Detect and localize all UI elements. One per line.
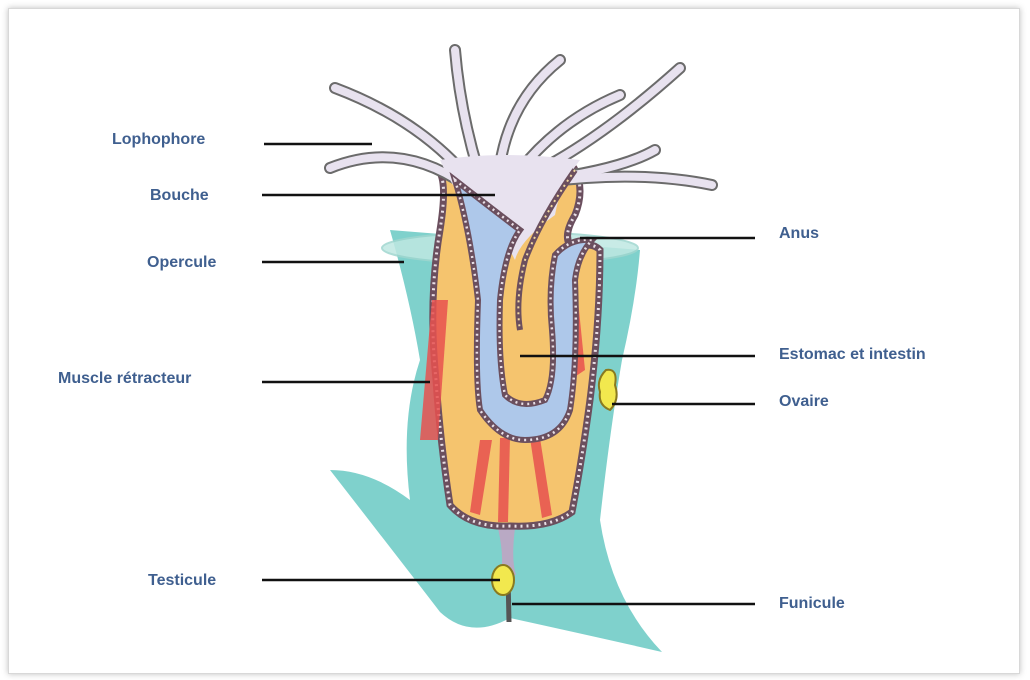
label-funicule: Funicule: [779, 595, 845, 613]
label-muscle-retracteur: Muscle rétracteur: [58, 370, 191, 388]
label-bouche: Bouche: [150, 187, 209, 205]
label-testicule: Testicule: [148, 572, 216, 590]
label-anus: Anus: [779, 225, 819, 243]
label-ovaire: Ovaire: [779, 393, 829, 411]
label-estomac-intestin: Estomac et intestin: [779, 346, 926, 364]
label-lophophore: Lophophore: [112, 131, 205, 149]
label-opercule: Opercule: [147, 254, 216, 272]
